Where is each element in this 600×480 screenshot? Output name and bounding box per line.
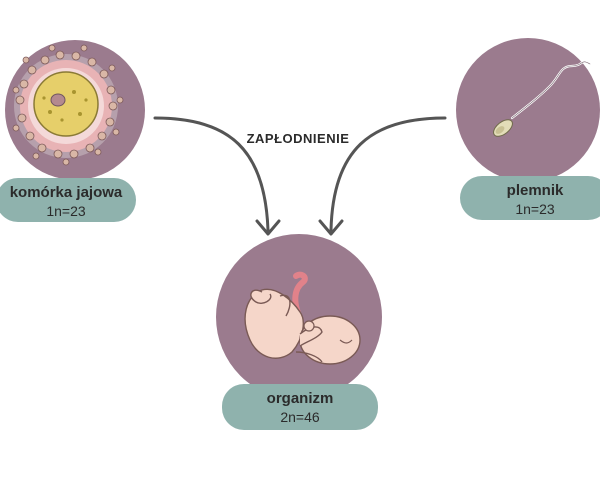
egg-name-label: komórka jajowa [9, 184, 123, 201]
organism-formula-label: 2n=46 [280, 409, 320, 425]
sperm-formula-label: 1n=23 [515, 201, 555, 217]
sperm-name-label: plemnik [506, 182, 564, 199]
sperm-cell-icon [493, 60, 592, 137]
sperm-label-box: plemnik 1n=23 [460, 176, 600, 220]
organism-name-label: organizm [266, 390, 334, 407]
process-label: ZAPŁODNIENIE [246, 131, 350, 146]
arrow-sperm-to-organism [318, 116, 447, 236]
fetus-icon [244, 271, 361, 365]
egg-cell-icon [12, 44, 124, 166]
arrow-egg-to-organism [153, 116, 281, 236]
organism-label-box: organizm 2n=46 [222, 384, 378, 430]
egg-label-box: komórka jajowa 1n=23 [0, 178, 136, 222]
egg-formula-label: 1n=23 [46, 203, 86, 219]
sperm-node-circle [456, 38, 600, 182]
